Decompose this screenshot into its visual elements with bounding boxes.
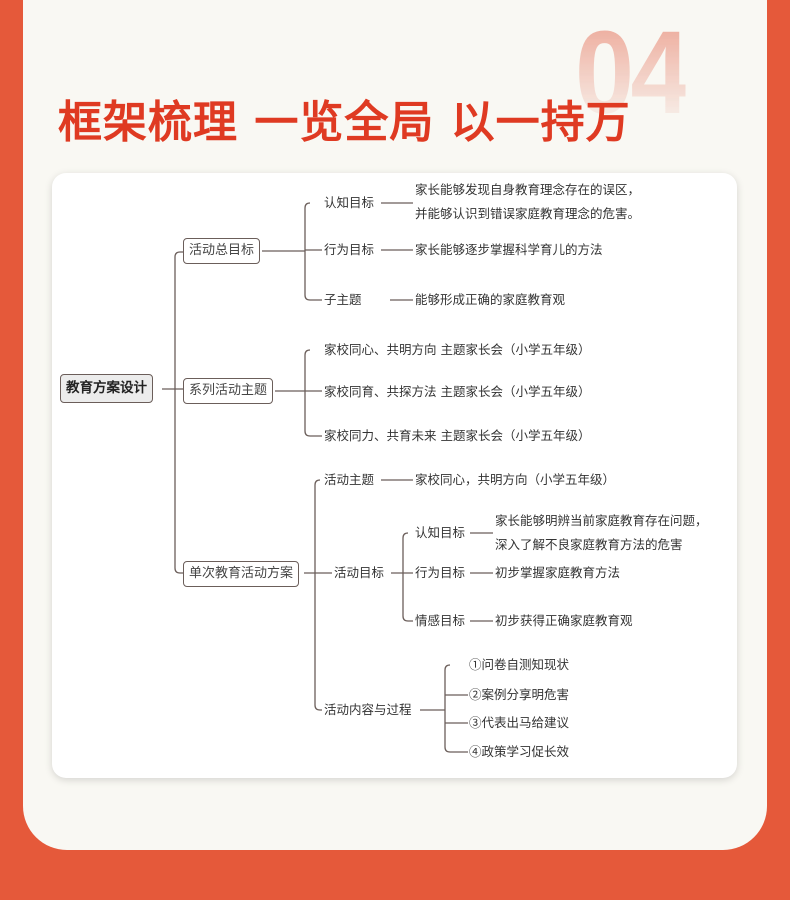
cognitive-goal-text: 家长能够发现自身教育理念存在的误区， [415, 182, 641, 197]
series-theme-item: 家校同力、共育未来 主题家长会（小学五年级） [324, 428, 591, 443]
activity-cognitive-text: 深入了解不良家庭教育方法的危害 [495, 537, 683, 552]
node-series-themes: 系列活动主题 [183, 378, 274, 404]
activity-goal: 活动目标 [334, 565, 385, 580]
series-theme-item: 家校同心、共明方向 主题家长会（小学五年级） [324, 342, 591, 357]
cognitive-goal: 认知目标 [324, 195, 375, 210]
process-step: ②案例分享明危害 [469, 687, 570, 702]
node-single-plan: 单次教育活动方案 [183, 561, 300, 587]
activity-emotion-text: 初步获得正确家庭教育观 [495, 613, 633, 628]
activity-theme: 活动主题 [324, 472, 375, 487]
series-theme-item: 家校同育、共探方法 主题家长会（小学五年级） [324, 384, 591, 399]
activity-theme-text: 家校同心，共明方向（小学五年级） [415, 472, 616, 487]
behavior-goal-text: 家长能够逐步掌握科学育儿的方法 [415, 242, 603, 257]
activity-emotion-goal: 情感目标 [415, 613, 466, 628]
cognitive-goal-text: 并能够认识到错误家庭教育理念的危害。 [415, 206, 641, 221]
diagram-card [52, 173, 737, 778]
sub-theme: 子主题 [324, 292, 362, 307]
section-number: 04 [575, 7, 690, 139]
activity-behavior-goal: 行为目标 [415, 565, 466, 580]
activity-cognitive-goal: 认知目标 [415, 525, 466, 540]
activity-process: 活动内容与过程 [324, 702, 412, 717]
page-title: 框架梳理 一览全局 以一持万 [58, 97, 631, 148]
sub-theme-text: 能够形成正确的家庭教育观 [415, 292, 566, 307]
behavior-goal: 行为目标 [324, 242, 375, 257]
root-node: 教育方案设计 [60, 374, 153, 403]
activity-behavior-text: 初步掌握家庭教育方法 [495, 565, 621, 580]
process-step: ④政策学习促长效 [469, 744, 570, 759]
node-overall-goals: 活动总目标 [183, 238, 261, 264]
process-step: ①问卷自测知现状 [469, 657, 570, 672]
process-step: ③代表出马给建议 [469, 715, 570, 730]
activity-cognitive-text: 家长能够明辨当前家庭教育存在问题， [495, 513, 708, 528]
